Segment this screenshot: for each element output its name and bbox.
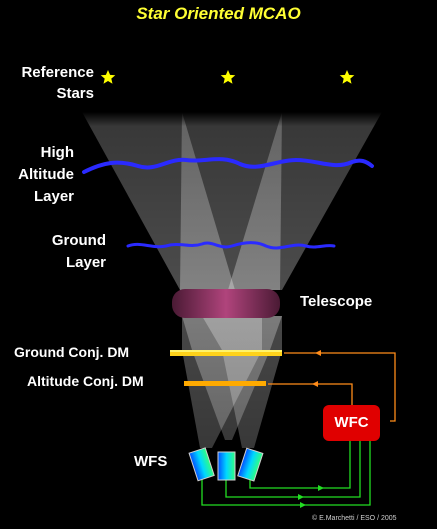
altitude-conj-dm [184,381,266,386]
wfs-sensor-1 [188,447,215,482]
diagram-title: Star Oriented MCAO [136,4,301,23]
altitude-conj-dm-label: Altitude Conj. DM [27,373,144,389]
control-path-ground [284,352,396,422]
star-icon [339,70,355,84]
star-icon [220,70,236,84]
high-altitude-layer-label: High Altitude Layer [18,144,74,205]
reference-star-icons [100,70,355,84]
wavefront-sensors [188,447,264,482]
wfs-sensor-3 [237,447,264,482]
feedback-path-1 [201,441,371,506]
arrow-feedback-2 [298,494,304,500]
wfs-feedback-paths [201,441,371,506]
ground-layer-label: Ground Layer [51,232,106,271]
telescope-label: Telescope [300,293,373,310]
high-altitude-turbulence [82,157,374,174]
ground-layer-turbulence [126,241,336,250]
reference-stars-label: Reference Stars [21,64,94,102]
star-beams [82,112,382,290]
dm-control-paths [268,352,396,422]
arrow-ground-dm [315,350,321,356]
arrow-feedback-1 [300,502,306,508]
ground-conj-dm-glow [170,350,282,352]
wfs-label: WFS [134,453,168,470]
ground-conj-dm [170,351,282,356]
telescope-mirror [172,289,280,318]
arrow-altitude-dm [312,381,318,387]
feedback-path-2 [225,441,361,498]
credit-text: © E.Marchetti / ESO / 2005 [312,515,397,522]
star-icon [100,70,116,84]
arrow-feedback-3 [318,485,324,491]
feedback-path-3 [249,441,351,489]
control-path-altitude [268,383,353,405]
wfs-sensor-2 [217,451,236,481]
wfc-box: WFC [323,405,380,441]
ground-conj-dm-label: Ground Conj. DM [14,344,130,360]
